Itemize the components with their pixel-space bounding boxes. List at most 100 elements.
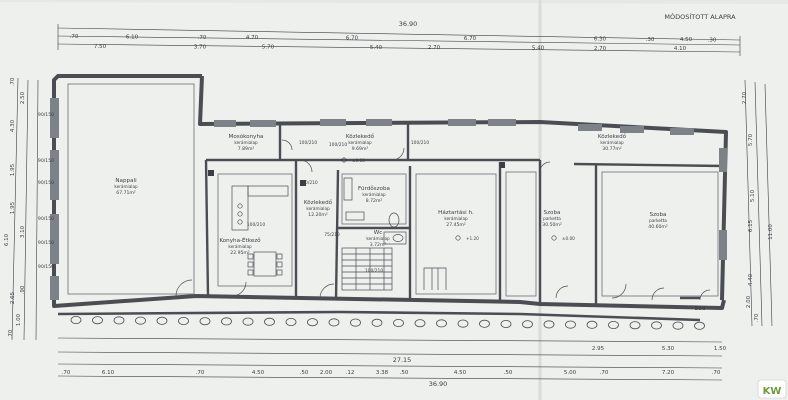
terrace-pillar [543, 320, 555, 329]
dim-bottom-label: .70 [62, 370, 71, 376]
dim-top-sub-label: .70 [70, 34, 79, 40]
room-floor: parketta [649, 218, 667, 223]
bottom-dimensions [57, 337, 723, 381]
dim-total-bottom: 36.90 [429, 380, 448, 388]
window-tag: 90/150 [38, 180, 54, 186]
room-area: 7.89m² [238, 146, 255, 152]
terrace-pillars [70, 315, 705, 330]
door-tag: 100/210 [365, 268, 383, 274]
bathroom-fixtures [343, 177, 407, 245]
door-tag: 90/210 [302, 180, 318, 186]
dim-bottom-label: .12 [346, 370, 355, 376]
dim-left-label: .70 [8, 329, 14, 338]
window-tag: 90/150 [38, 216, 54, 222]
level-value: +1.20 [466, 236, 479, 241]
room-floor: kerámialap [114, 184, 138, 189]
dim-top-label: 2.70 [594, 46, 607, 52]
dim-right-label: 5.70 [748, 133, 754, 146]
room-area: 30.77m² [602, 146, 622, 152]
stair-arrow [423, 267, 447, 290]
dim-bottom-label: 6.10 [102, 370, 115, 376]
terrace-pillar [285, 317, 297, 326]
dim-bottom-label: 7.20 [662, 370, 675, 376]
dim-top-label: 5.40 [532, 46, 545, 52]
dim-top-sub-label: .70 [198, 35, 207, 41]
room-labels: Nappalikerámialap67.71m²Mosókonyhakerámi… [114, 133, 706, 312]
dim-bottom-sub-label: 2.95 [592, 346, 605, 352]
terrace-pillar [307, 318, 318, 327]
dim-bottom-label: .70 [600, 370, 609, 376]
room-floor: kerámialap [306, 206, 330, 211]
dim-left-label: .90 [20, 285, 26, 294]
room-floor: parketta [543, 216, 561, 221]
dim-bottom-label: 5.00 [564, 370, 577, 376]
dim-inner-bottom: 27.15 [393, 356, 412, 364]
top-window-marks [214, 119, 694, 135]
level-markers: ±0.00+1.20±0.00 [341, 157, 575, 241]
room-name: Mosókonyha [229, 133, 264, 140]
left-dimension-labels: .704.302.501.951.953.106.10.902.651.00.7… [4, 77, 26, 338]
door-tag: 100/210 [299, 140, 317, 146]
chimney-marks [208, 162, 505, 186]
dim-bottom-label: .50 [400, 370, 409, 376]
room-floor: kerámialap [234, 140, 258, 145]
dim-bottom-label: 3.38 [376, 370, 389, 376]
room-outlines [67, 83, 719, 297]
terrace-pillar [500, 319, 512, 328]
dim-top-sub-label: .30 [646, 37, 655, 43]
terrace-pillar [393, 318, 404, 327]
dim-top-label: 3.70 [194, 44, 207, 50]
room-area: 67.71m² [116, 190, 136, 196]
room-floor: kerámialap [600, 140, 624, 145]
dim-top-label: 7.50 [94, 44, 107, 50]
dim-top-sub-label: 4.50 [680, 37, 693, 43]
window-tag: 90/150 [38, 264, 54, 270]
door-swings [175, 139, 711, 301]
terrace-pillar [479, 319, 490, 328]
room-area: 9.69m² [352, 146, 369, 152]
room-name: Szoba [650, 212, 667, 218]
right-window-marks [719, 148, 727, 260]
room-area: 8.72m² [366, 198, 383, 204]
dim-left-label: 1.95 [10, 201, 16, 214]
room-name: Wc [374, 230, 383, 236]
dim-right-label: 2.00 [746, 295, 752, 308]
room-name: Fürdőszoba [358, 186, 390, 192]
room-floor: kerámialap [348, 140, 372, 145]
dim-top-sub-label: 6.10 [126, 34, 139, 40]
kw-logo-text: KW [763, 386, 782, 397]
level-marker-symbol [551, 235, 557, 241]
dim-bottom-label: 2.00 [320, 370, 333, 376]
dim-left-label: .70 [10, 77, 16, 86]
terrace-pillar [457, 319, 469, 328]
room-floor: kerámialap [444, 216, 468, 221]
dim-right-label: .70 [754, 313, 760, 322]
right-dimensions [744, 79, 773, 327]
terrace-pillar [92, 316, 103, 325]
door-tag: 75/210 [324, 232, 340, 238]
room-name: Közlekedő [598, 134, 627, 140]
dim-left-label: 4.30 [10, 119, 16, 132]
dim-top-sub-label: 6.70 [346, 36, 359, 42]
room-area: 30.50m² [542, 222, 562, 228]
window-tag: 90/150 [38, 158, 54, 164]
dim-right-label: 11.00 [768, 224, 774, 240]
dim-left-label: 3.10 [20, 225, 26, 238]
dim-top-label: 5.70 [262, 45, 275, 51]
door-tag: 100/210 [247, 222, 265, 228]
terrace-pillar [156, 316, 168, 325]
dim-top-label: 5.40 [370, 45, 383, 51]
room-area: 12.20m² [308, 212, 328, 218]
window-tag: 90/150 [38, 240, 54, 246]
room-area: 27.45m² [446, 222, 466, 228]
room-area: 3.72m² [370, 242, 387, 248]
terrace-pillar [694, 321, 705, 330]
dim-left-label: 2.65 [10, 291, 16, 304]
staircase [341, 247, 393, 291]
level-value: ±0.00 [352, 158, 365, 163]
room-floor: kerámialap [366, 236, 390, 241]
